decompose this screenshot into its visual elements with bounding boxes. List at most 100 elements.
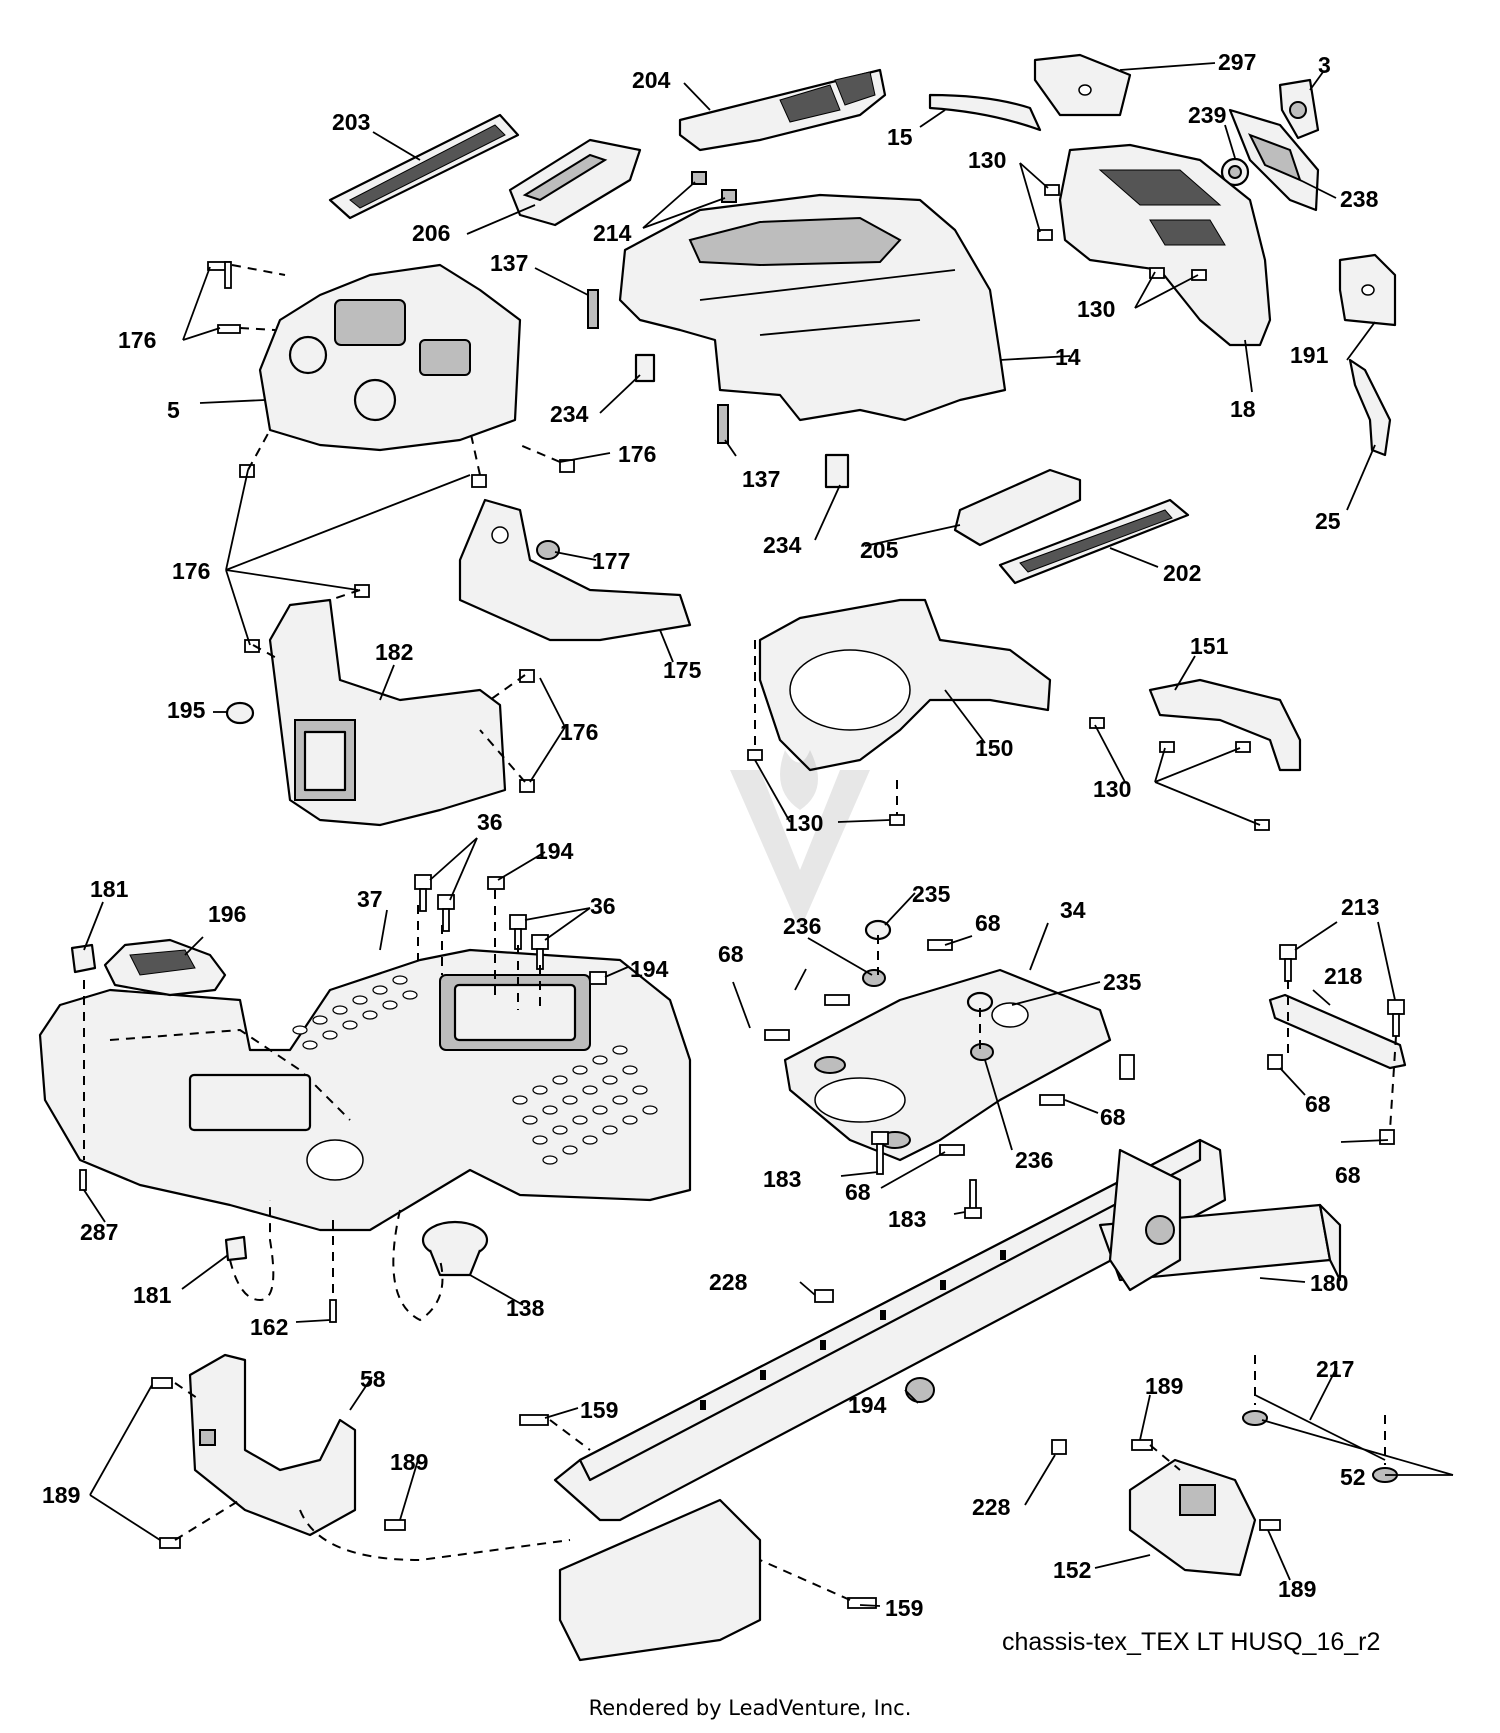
callout-189: 189 — [42, 1482, 80, 1508]
callout-176: 176 — [618, 441, 656, 467]
assembly-lines — [83, 264, 1397, 1601]
callout-189: 189 — [1145, 1373, 1183, 1399]
callout-228: 228 — [972, 1494, 1011, 1520]
part-151-bracket — [1148, 678, 1302, 772]
callout-206: 206 — [412, 220, 450, 246]
callout-68: 68 — [1305, 1091, 1331, 1117]
part-217-rod — [1242, 1394, 1398, 1483]
part-15-trim — [928, 93, 1042, 132]
part-239-badge — [1220, 157, 1250, 187]
callout-196: 196 — [208, 901, 246, 927]
callout-137: 137 — [742, 466, 780, 492]
callout-189: 189 — [390, 1449, 428, 1475]
callout-214: 214 — [593, 220, 632, 246]
callout-14: 14 — [1055, 344, 1081, 370]
callout-181: 181 — [90, 876, 129, 902]
callout-203: 203 — [332, 109, 370, 135]
callout-213: 213 — [1341, 894, 1379, 920]
callout-181: 181 — [133, 1282, 172, 1308]
part-180-frame — [553, 1138, 1342, 1662]
part-234-pad-upper — [634, 353, 656, 383]
callout-176: 176 — [118, 327, 156, 353]
callout-235: 235 — [1103, 969, 1142, 995]
callout-58: 58 — [360, 1366, 386, 1392]
diagram-id-label: chassis-tex_TEX LT HUSQ_16_r2 — [1002, 1628, 1381, 1656]
callout-34: 34 — [1060, 897, 1086, 923]
part-58-bracket — [188, 1353, 357, 1537]
part-152-shield — [1128, 1458, 1257, 1577]
part-204-vent-cover — [678, 68, 887, 152]
callout-68: 68 — [1335, 1162, 1361, 1188]
part-205-step — [953, 468, 1082, 547]
callout-205: 205 — [860, 537, 899, 563]
part-5-dash-panel — [258, 263, 522, 452]
callout-217: 217 — [1316, 1356, 1354, 1382]
callout-68: 68 — [1100, 1104, 1126, 1130]
callout-3: 3 — [1318, 52, 1331, 78]
callout-177: 177 — [592, 548, 630, 574]
callout-297: 297 — [1218, 49, 1256, 75]
callout-194: 194 — [630, 956, 669, 982]
callout-15: 15 — [887, 124, 913, 150]
callout-159: 159 — [580, 1397, 618, 1423]
part-218-bracket — [1268, 993, 1407, 1070]
callout-138: 138 — [506, 1295, 545, 1321]
part-37-floor-pan — [38, 948, 692, 1232]
part-137-strip-lower — [717, 404, 729, 444]
part-25-trim — [1348, 358, 1392, 457]
part-203-grille — [328, 113, 520, 220]
part-181-knob-lower — [224, 1235, 248, 1262]
leader-lines — [83, 62, 1454, 1607]
callout-236: 236 — [1015, 1147, 1053, 1173]
part-3-emblem — [1278, 78, 1320, 140]
callout-236: 236 — [783, 913, 821, 939]
part-177-clip — [536, 540, 560, 560]
part-182-console — [268, 598, 507, 827]
callout-150: 150 — [975, 735, 1013, 761]
callout-183: 183 — [763, 1166, 801, 1192]
callout-137: 137 — [490, 250, 528, 276]
callout-151: 151 — [1190, 633, 1229, 659]
callout-36: 36 — [477, 809, 503, 835]
callout-176: 176 — [172, 558, 210, 584]
callout-191: 191 — [1290, 342, 1329, 368]
callout-130: 130 — [1077, 296, 1115, 322]
callout-175: 175 — [663, 657, 702, 683]
callout-287: 287 — [80, 1219, 118, 1245]
callout-162: 162 — [250, 1314, 288, 1340]
callout-194: 194 — [848, 1392, 887, 1418]
part-150-cowl — [758, 598, 1052, 772]
part-137-strip-upper — [587, 289, 599, 329]
callout-130: 130 — [785, 810, 823, 836]
callout-189: 189 — [1278, 1576, 1316, 1602]
part-196-pedal-cover — [103, 938, 227, 997]
callout-234: 234 — [763, 532, 802, 558]
callout-234: 234 — [550, 401, 589, 427]
callout-130: 130 — [1093, 776, 1131, 802]
callout-180: 180 — [1310, 1270, 1348, 1296]
callout-235: 235 — [912, 881, 951, 907]
part-214-clips — [691, 171, 737, 203]
part-234-pad-lower — [824, 453, 850, 489]
part-195-plug — [225, 701, 255, 725]
callout-labels: 297 3 204 203 15 239 130 238 206 214 137… — [42, 49, 1379, 1621]
part-297-cover — [1033, 53, 1132, 117]
callout-239: 239 — [1188, 102, 1226, 128]
callout-36: 36 — [590, 893, 616, 919]
part-138-grommet — [421, 1220, 489, 1277]
part-175-bracket — [458, 498, 692, 642]
callout-195: 195 — [167, 697, 206, 723]
part-202-grille — [998, 498, 1190, 585]
callout-37: 37 — [357, 886, 383, 912]
callout-5: 5 — [167, 397, 180, 423]
callout-238: 238 — [1340, 186, 1379, 212]
part-191-cover — [1338, 253, 1397, 327]
callout-218: 218 — [1324, 963, 1363, 989]
part-18-nose — [1058, 143, 1272, 347]
callout-183: 183 — [888, 1206, 926, 1232]
callout-204: 204 — [632, 67, 671, 93]
callout-68: 68 — [845, 1179, 871, 1205]
rendered-by-footer: Rendered by LeadVenture, Inc. — [588, 1696, 912, 1720]
callout-194: 194 — [535, 838, 574, 864]
